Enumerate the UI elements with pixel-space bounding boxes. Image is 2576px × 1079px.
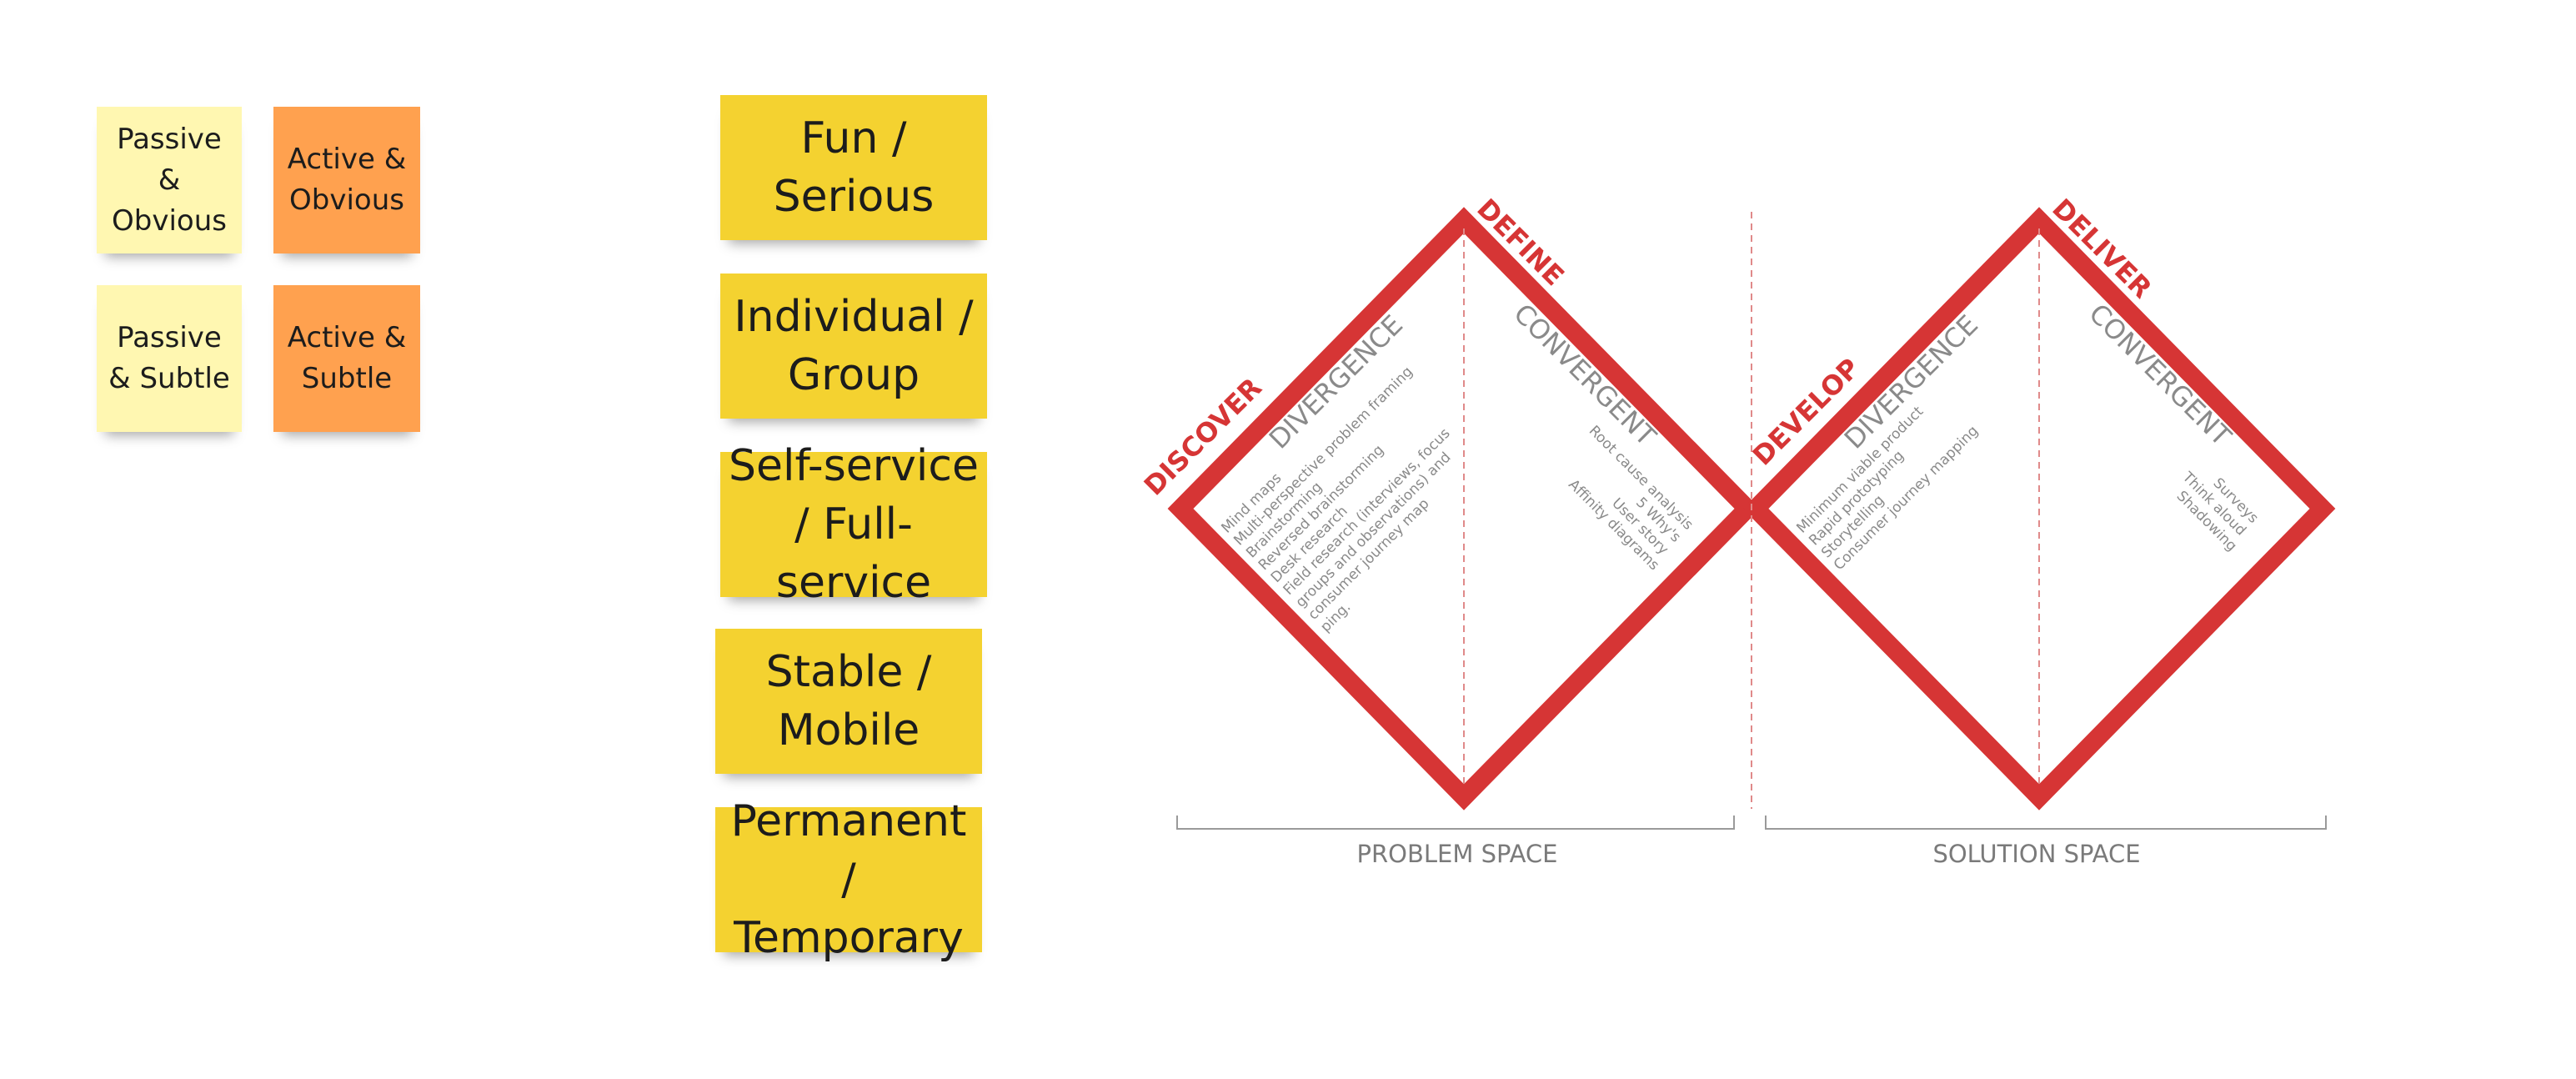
- sticky-note-active-subtle[interactable]: Active & Subtle: [273, 285, 420, 432]
- sticky-note-permanent-temporary[interactable]: Permanent / Temporary: [715, 796, 982, 963]
- sticky-note-fun-serious[interactable]: Fun / Serious: [720, 95, 987, 240]
- note-text: Passive & Subtle: [108, 321, 230, 395]
- sticky-note-active-obvious[interactable]: Active & Obvious: [273, 107, 420, 253]
- mode-label-convergent-1: CONVERGENT: [1507, 298, 1662, 453]
- sticky-note-self-full-service[interactable]: Self-service / Full-service: [720, 441, 987, 608]
- note-text: Permanent / Temporary: [730, 796, 967, 963]
- sticky-note-passive-obvious[interactable]: Passive & Obvious: [97, 107, 242, 253]
- sticky-note-individual-group[interactable]: Individual / Group: [720, 274, 987, 419]
- bracket-problem-space: [1176, 816, 1735, 830]
- note-text: Fun / Serious: [773, 113, 935, 222]
- label-problem-space: PROBLEM SPACE: [1356, 840, 1557, 868]
- note-text: Self-service / Full-service: [729, 441, 979, 608]
- svg-text:Surveys Think aloud: Surveys Think aloud Shadowing: [2166, 456, 2264, 555]
- bracket-solution-space: [1765, 816, 2327, 830]
- note-text: Individual / Group: [734, 292, 974, 400]
- diamond-solution: [1742, 207, 2336, 811]
- note-text: Stable / Mobile: [765, 647, 932, 755]
- methods-deliver: Surveys Think aloud Shadowing: [2166, 456, 2264, 555]
- sticky-note-passive-subtle[interactable]: Passive & Subtle: [97, 285, 242, 432]
- label-solution-space: SOLUTION SPACE: [1932, 840, 2140, 868]
- note-text: Passive & Obvious: [112, 122, 227, 238]
- note-text: Active & Subtle: [287, 321, 407, 395]
- diamond-problem: [1167, 207, 1761, 811]
- note-text: Active & Obvious: [287, 143, 407, 217]
- mode-label-convergent-2: CONVERGENT: [2082, 298, 2238, 453]
- sticky-note-stable-mobile[interactable]: Stable / Mobile: [715, 629, 982, 774]
